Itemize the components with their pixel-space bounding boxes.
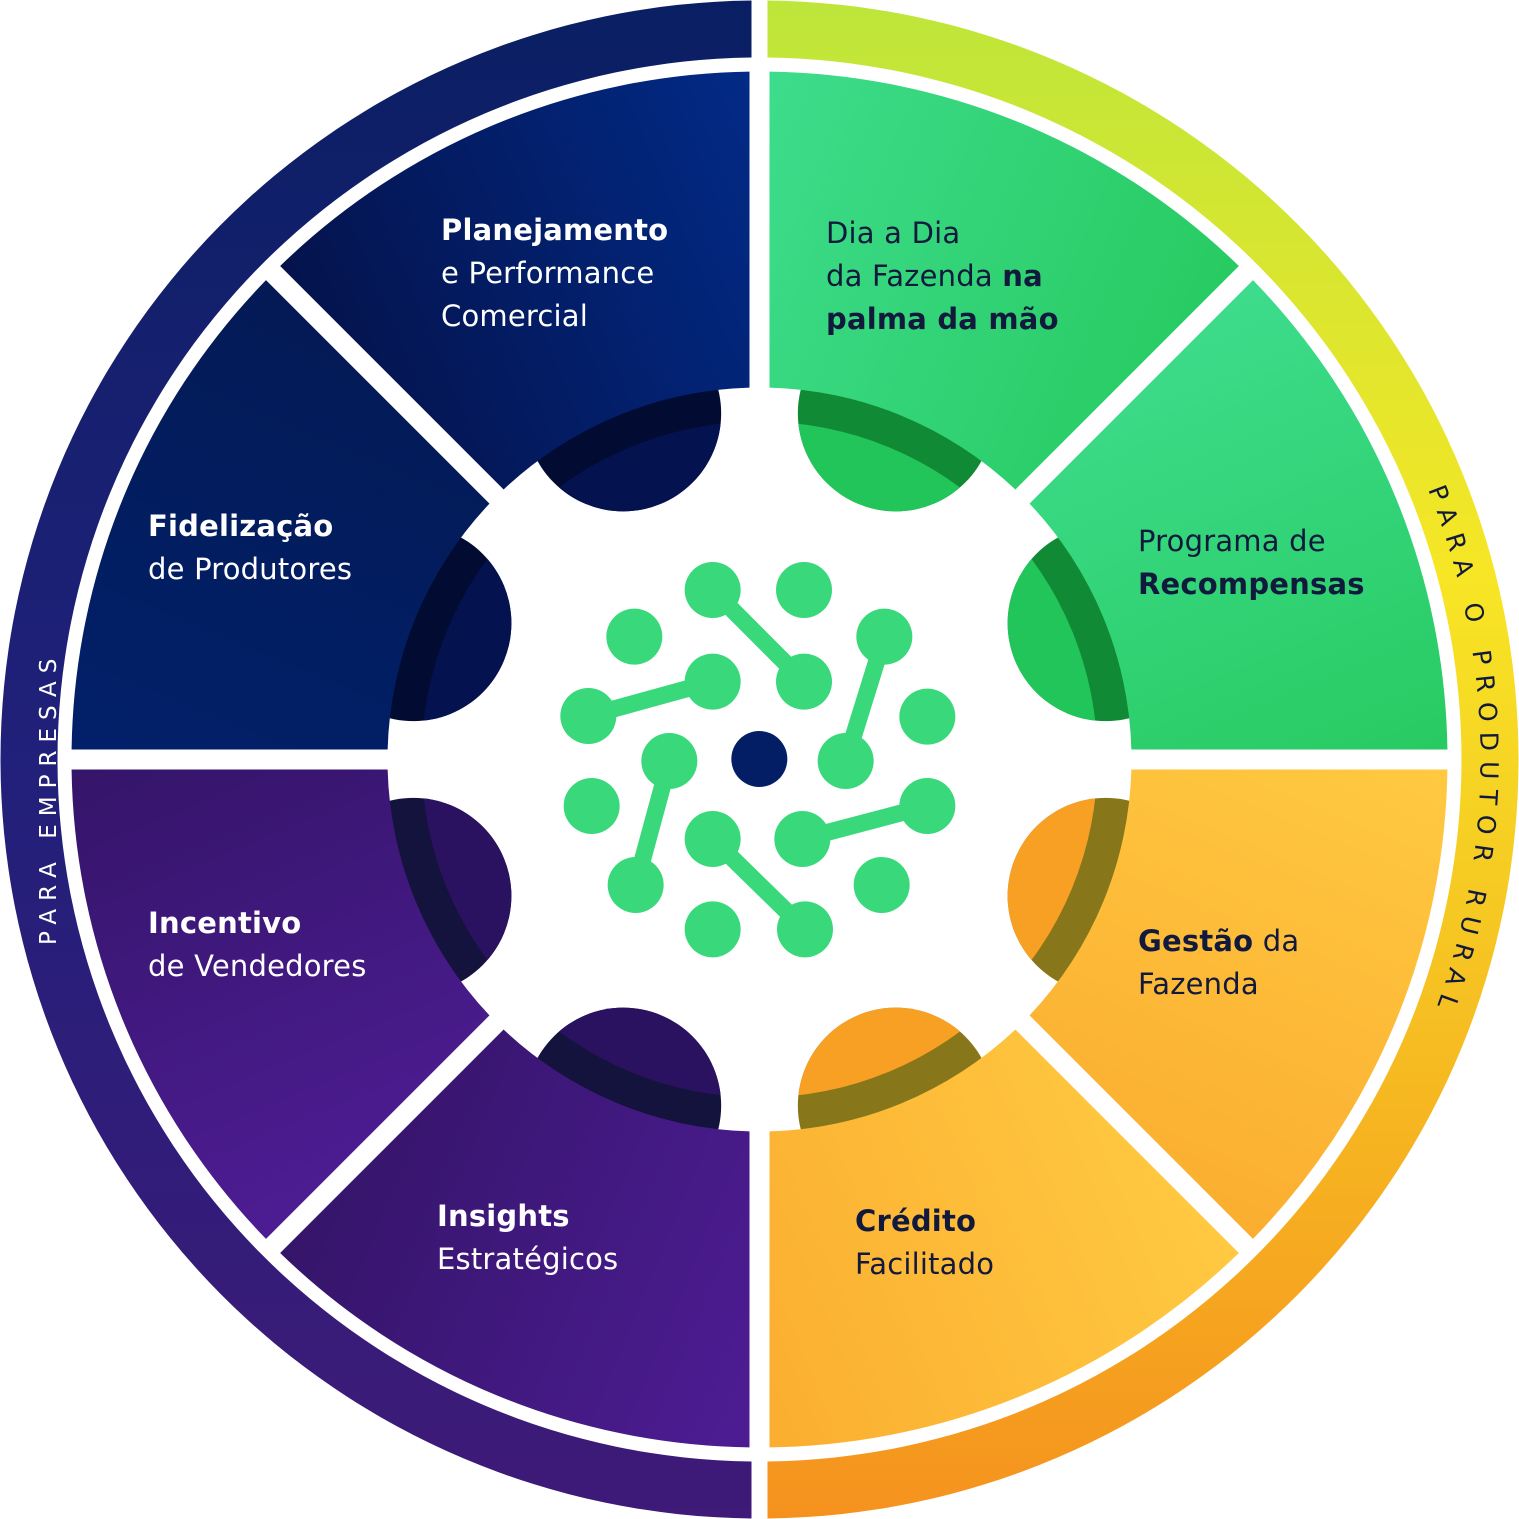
label-text: Facilitado [855,1247,995,1281]
label-line: Facilitado [855,1243,994,1286]
logo-node [684,562,741,618]
segment-label-incentivo: Incentivo de Vendedores [148,902,367,988]
segment-label-fidelizacao: Fidelização de Produtores [148,505,352,591]
logo-node [607,857,664,913]
label-bold-text: Crédito [855,1204,977,1238]
label-line: Programa de [1138,520,1365,563]
segment-programa[interactable] [1029,280,1448,750]
logo-node [560,688,617,744]
label-text: de Vendedores [148,949,367,983]
label-line: da Fazenda na [826,255,1059,298]
label-text: de Produtores [148,552,353,586]
label-text: da Fazenda [826,259,1003,293]
label-line: Crédito [855,1200,994,1243]
segment-insights[interactable] [280,1029,750,1448]
segment-label-dia-a-dia: Dia a Dia da Fazenda na palma da mão [826,212,1059,341]
label-text: Programa de [1138,524,1326,558]
logo-node [684,901,741,958]
logo-node [641,733,698,789]
label-line: Comercial [441,295,668,338]
label-line: palma da mão [826,298,1059,341]
label-line: Planejamento [441,209,668,252]
label-line: Gestão da [1138,920,1299,963]
logo-node [563,778,620,834]
label-line: de Vendedores [148,945,367,988]
label-bold-text: Insights [437,1199,570,1233]
ring-label-empresas: PARA EMPRESAS [36,650,62,945]
label-line: Fidelização [148,505,352,548]
label-line: Dia a Dia [826,212,1059,255]
label-bold-text: Planejamento [441,213,669,247]
logo-node [853,857,910,913]
segment-bumps [383,383,1136,1136]
logo-node [777,901,833,958]
label-line: Incentivo [148,902,367,945]
label-bold-text: Gestão [1138,924,1254,958]
label-text: Estratégicos [437,1242,619,1276]
label-text: Fazenda [1138,967,1259,1001]
logo-node [899,778,956,834]
segment-fidelizacao[interactable] [71,280,490,750]
logo-node [606,608,663,665]
label-text: e Performance [441,256,655,290]
segments [71,71,1448,1448]
label-bold-text: na [1002,259,1043,293]
label-text: da [1253,924,1300,958]
label-line: Recompensas [1138,563,1365,606]
segment-credito[interactable] [769,1029,1239,1448]
label-line: Estratégicos [437,1238,618,1281]
segment-planejamento[interactable] [280,71,750,490]
logo-node [817,733,874,789]
label-bold-text: Recompensas [1138,567,1365,601]
label-line: e Performance [441,252,668,295]
label-line: de Produtores [148,548,352,591]
segment-gestao[interactable] [1029,769,1448,1239]
logo-node [684,653,741,710]
label-text: Dia a Dia [826,216,961,250]
label-text: Comercial [441,299,588,333]
label-bold-text: palma da mão [826,302,1059,336]
logo-node [776,562,832,618]
label-bold-text: Fidelização [148,509,334,543]
logo-node [776,653,832,710]
segment-label-programa: Programa de Recompensas [1138,520,1365,606]
segment-dia-a-dia[interactable] [769,71,1239,490]
logo-node [774,811,831,867]
logo-core-node [731,731,788,787]
logo-node [856,608,913,665]
logo-node [684,811,741,867]
segment-incentivo[interactable] [71,769,490,1239]
label-line: Insights [437,1195,618,1238]
label-bold-text: Incentivo [148,906,302,940]
center-logo [560,562,956,958]
label-line: Fazenda [1138,963,1299,1006]
logo-node [899,688,956,745]
